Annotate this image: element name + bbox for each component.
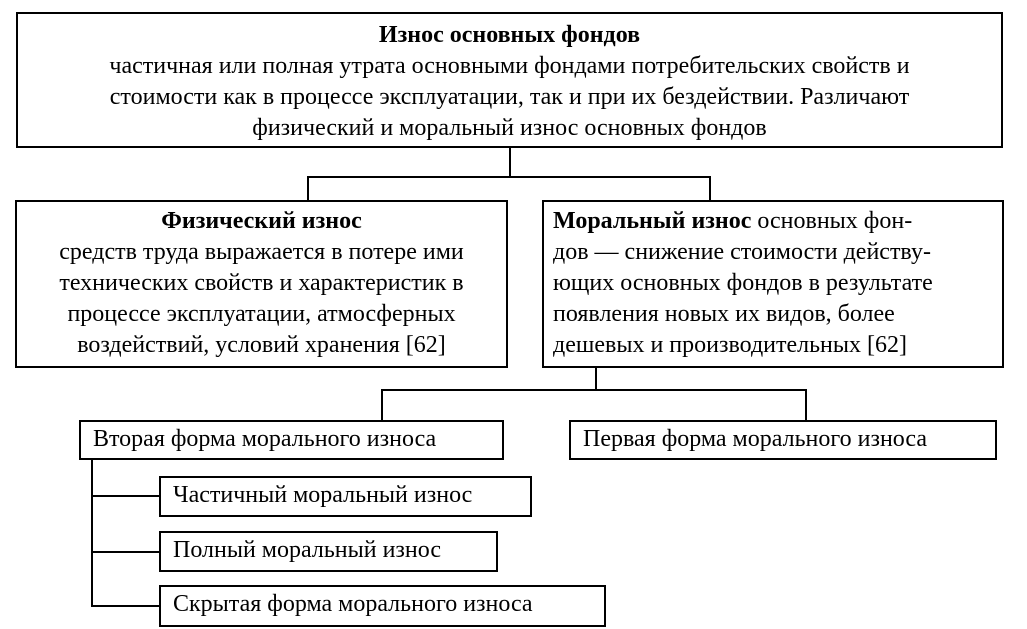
connector-to-physical xyxy=(307,176,309,200)
partial-moral-wear-box: Частичный моральный износ xyxy=(159,476,532,517)
moral-wear-first-line: Моральный износ основных фон- xyxy=(553,206,994,237)
connector-to-first-form xyxy=(805,389,807,420)
physical-wear-line: воздействий, условий хранения [62] xyxy=(77,332,446,358)
connector-to-moral xyxy=(709,176,711,200)
connector-top-horizontal xyxy=(307,176,711,178)
second-form-box: Вторая форма морального износа xyxy=(79,420,504,460)
physical-wear-line: средств труда выражается в потере ими xyxy=(59,239,464,265)
connector-to-full xyxy=(91,551,159,553)
physical-wear-line: процессе эксплуатации, атмосферных xyxy=(67,301,456,327)
moral-wear-line: дешевых и производительных [62] xyxy=(553,332,908,358)
connector-top-down xyxy=(509,148,511,177)
connector-forms-horizontal xyxy=(381,389,807,391)
connector-moral-down xyxy=(595,368,597,390)
connector-subforms-vertical xyxy=(91,460,93,607)
moral-wear-box: Моральный износ основных фон- дов — сниж… xyxy=(542,200,1004,368)
physical-wear-line: технических свойств и характеристик в xyxy=(59,270,464,296)
moral-wear-first-line-rest: основных фон- xyxy=(751,208,913,234)
moral-wear-title: Моральный износ xyxy=(553,208,752,234)
moral-wear-line: появления новых их видов, более xyxy=(553,301,895,327)
wear-line: частичная или полная утрата основными фо… xyxy=(109,53,910,79)
wear-title: Износ основных фондов xyxy=(378,22,641,48)
wear-line: стоимости как в процессе эксплуатации, т… xyxy=(109,84,910,110)
wear-line: физический и моральный износ основных фо… xyxy=(252,115,767,141)
full-moral-wear-box: Полный моральный износ xyxy=(159,531,498,572)
physical-wear-title: Физический износ xyxy=(161,208,362,234)
connector-to-partial xyxy=(91,495,159,497)
moral-wear-line: ющих основных фондов в результате xyxy=(553,270,933,296)
moral-wear-line: дов — снижение стоимости действу- xyxy=(553,239,931,265)
first-form-box: Первая форма морального износа xyxy=(569,420,997,460)
hidden-moral-wear-box: Скрытая форма морального износа xyxy=(159,585,606,627)
wear-definition-box: Износ основных фондов частичная или полн… xyxy=(16,12,1003,148)
physical-wear-box: Физический износ средств труда выражаетс… xyxy=(15,200,508,368)
connector-to-second-form xyxy=(381,389,383,420)
connector-to-hidden xyxy=(91,605,159,607)
